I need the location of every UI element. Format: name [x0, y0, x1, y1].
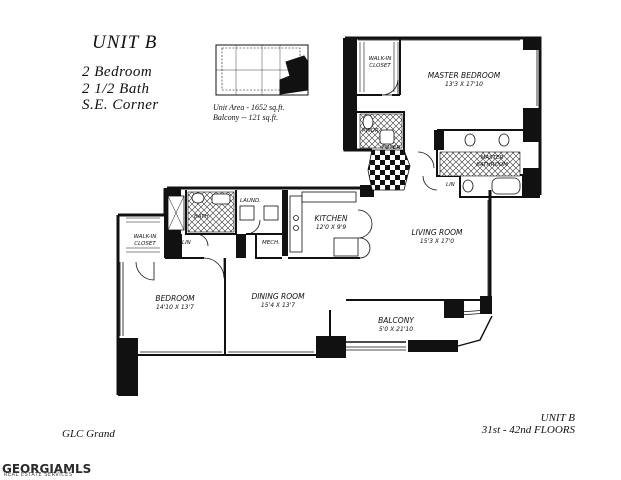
kitchen-dims: 12'0 X 9'9 [315, 224, 347, 231]
building-name: GLC Grand [62, 428, 115, 440]
mech-label: MECH. [262, 240, 280, 246]
powder-room-label: PWDR [362, 128, 379, 134]
plumbing-fixtures [167, 114, 521, 257]
closet-shelving [126, 42, 399, 253]
master-bathroom-label: MASTER BATHROOM [476, 155, 508, 168]
windows [119, 39, 541, 356]
master-bedroom-label: MASTER BEDROOM [427, 71, 501, 80]
interior-walls [138, 38, 524, 356]
master-linen-label: LIN [446, 182, 455, 188]
bedroom-dims: 14'10 X 13'7 [156, 304, 194, 311]
living-room-label: LIVING ROOM [411, 228, 463, 237]
living-room-dims: 15'3 X 17'0 [419, 238, 455, 245]
master-bedroom-dims: 13'3 X 17'10 [445, 81, 483, 88]
key-plan-thumbnail [215, 44, 309, 96]
foyer-label: FOYER [382, 145, 401, 151]
balcony-area-text: Balcony -- 121 sq.ft. [213, 113, 279, 122]
bedroom-linen-label: LIN [182, 240, 191, 246]
dining-room-dims: 15'4 X 13'7 [260, 302, 296, 309]
foyer-checker-floor [367, 149, 411, 191]
unit-location: S.E. Corner [82, 97, 159, 113]
bath-count: 2 1/2 Bath [82, 81, 150, 97]
footer-floors: 31st - 42nd FLOORS [481, 424, 575, 436]
logo-text: GEORGIAMLS [2, 462, 92, 476]
balcony-dims: 5'0 X 21'10 [378, 326, 414, 333]
balcony-outline [329, 310, 493, 347]
bedroom-walk-in-closet-label: WALK-IN CLOSET [133, 234, 157, 247]
laundry-label: LAUND. [240, 198, 261, 204]
unit-title: UNIT B [92, 32, 158, 53]
bedroom-label: BEDROOM [155, 294, 195, 303]
dining-room-label: DINING ROOM [251, 292, 305, 301]
bath-label: BATH [194, 214, 209, 220]
master-bath-tile [439, 151, 521, 177]
balcony-label: BALCONY [378, 316, 414, 325]
bedroom-count: 2 Bedroom [82, 64, 153, 80]
logo-subtext: REAL ESTATE SERVICES [4, 472, 73, 478]
footer-unit: UNIT B [540, 412, 575, 424]
master-walk-in-closet-label: WALK-IN CLOSET [368, 56, 392, 69]
unit-area-text: Unit Area - 1652 sq.ft. [213, 103, 285, 112]
kitchen-label: KITCHEN [314, 214, 348, 223]
georgia-mls-logo: GEORGIAMLS REAL ESTATE SERVICES [0, 458, 91, 480]
door-swings [135, 79, 438, 281]
